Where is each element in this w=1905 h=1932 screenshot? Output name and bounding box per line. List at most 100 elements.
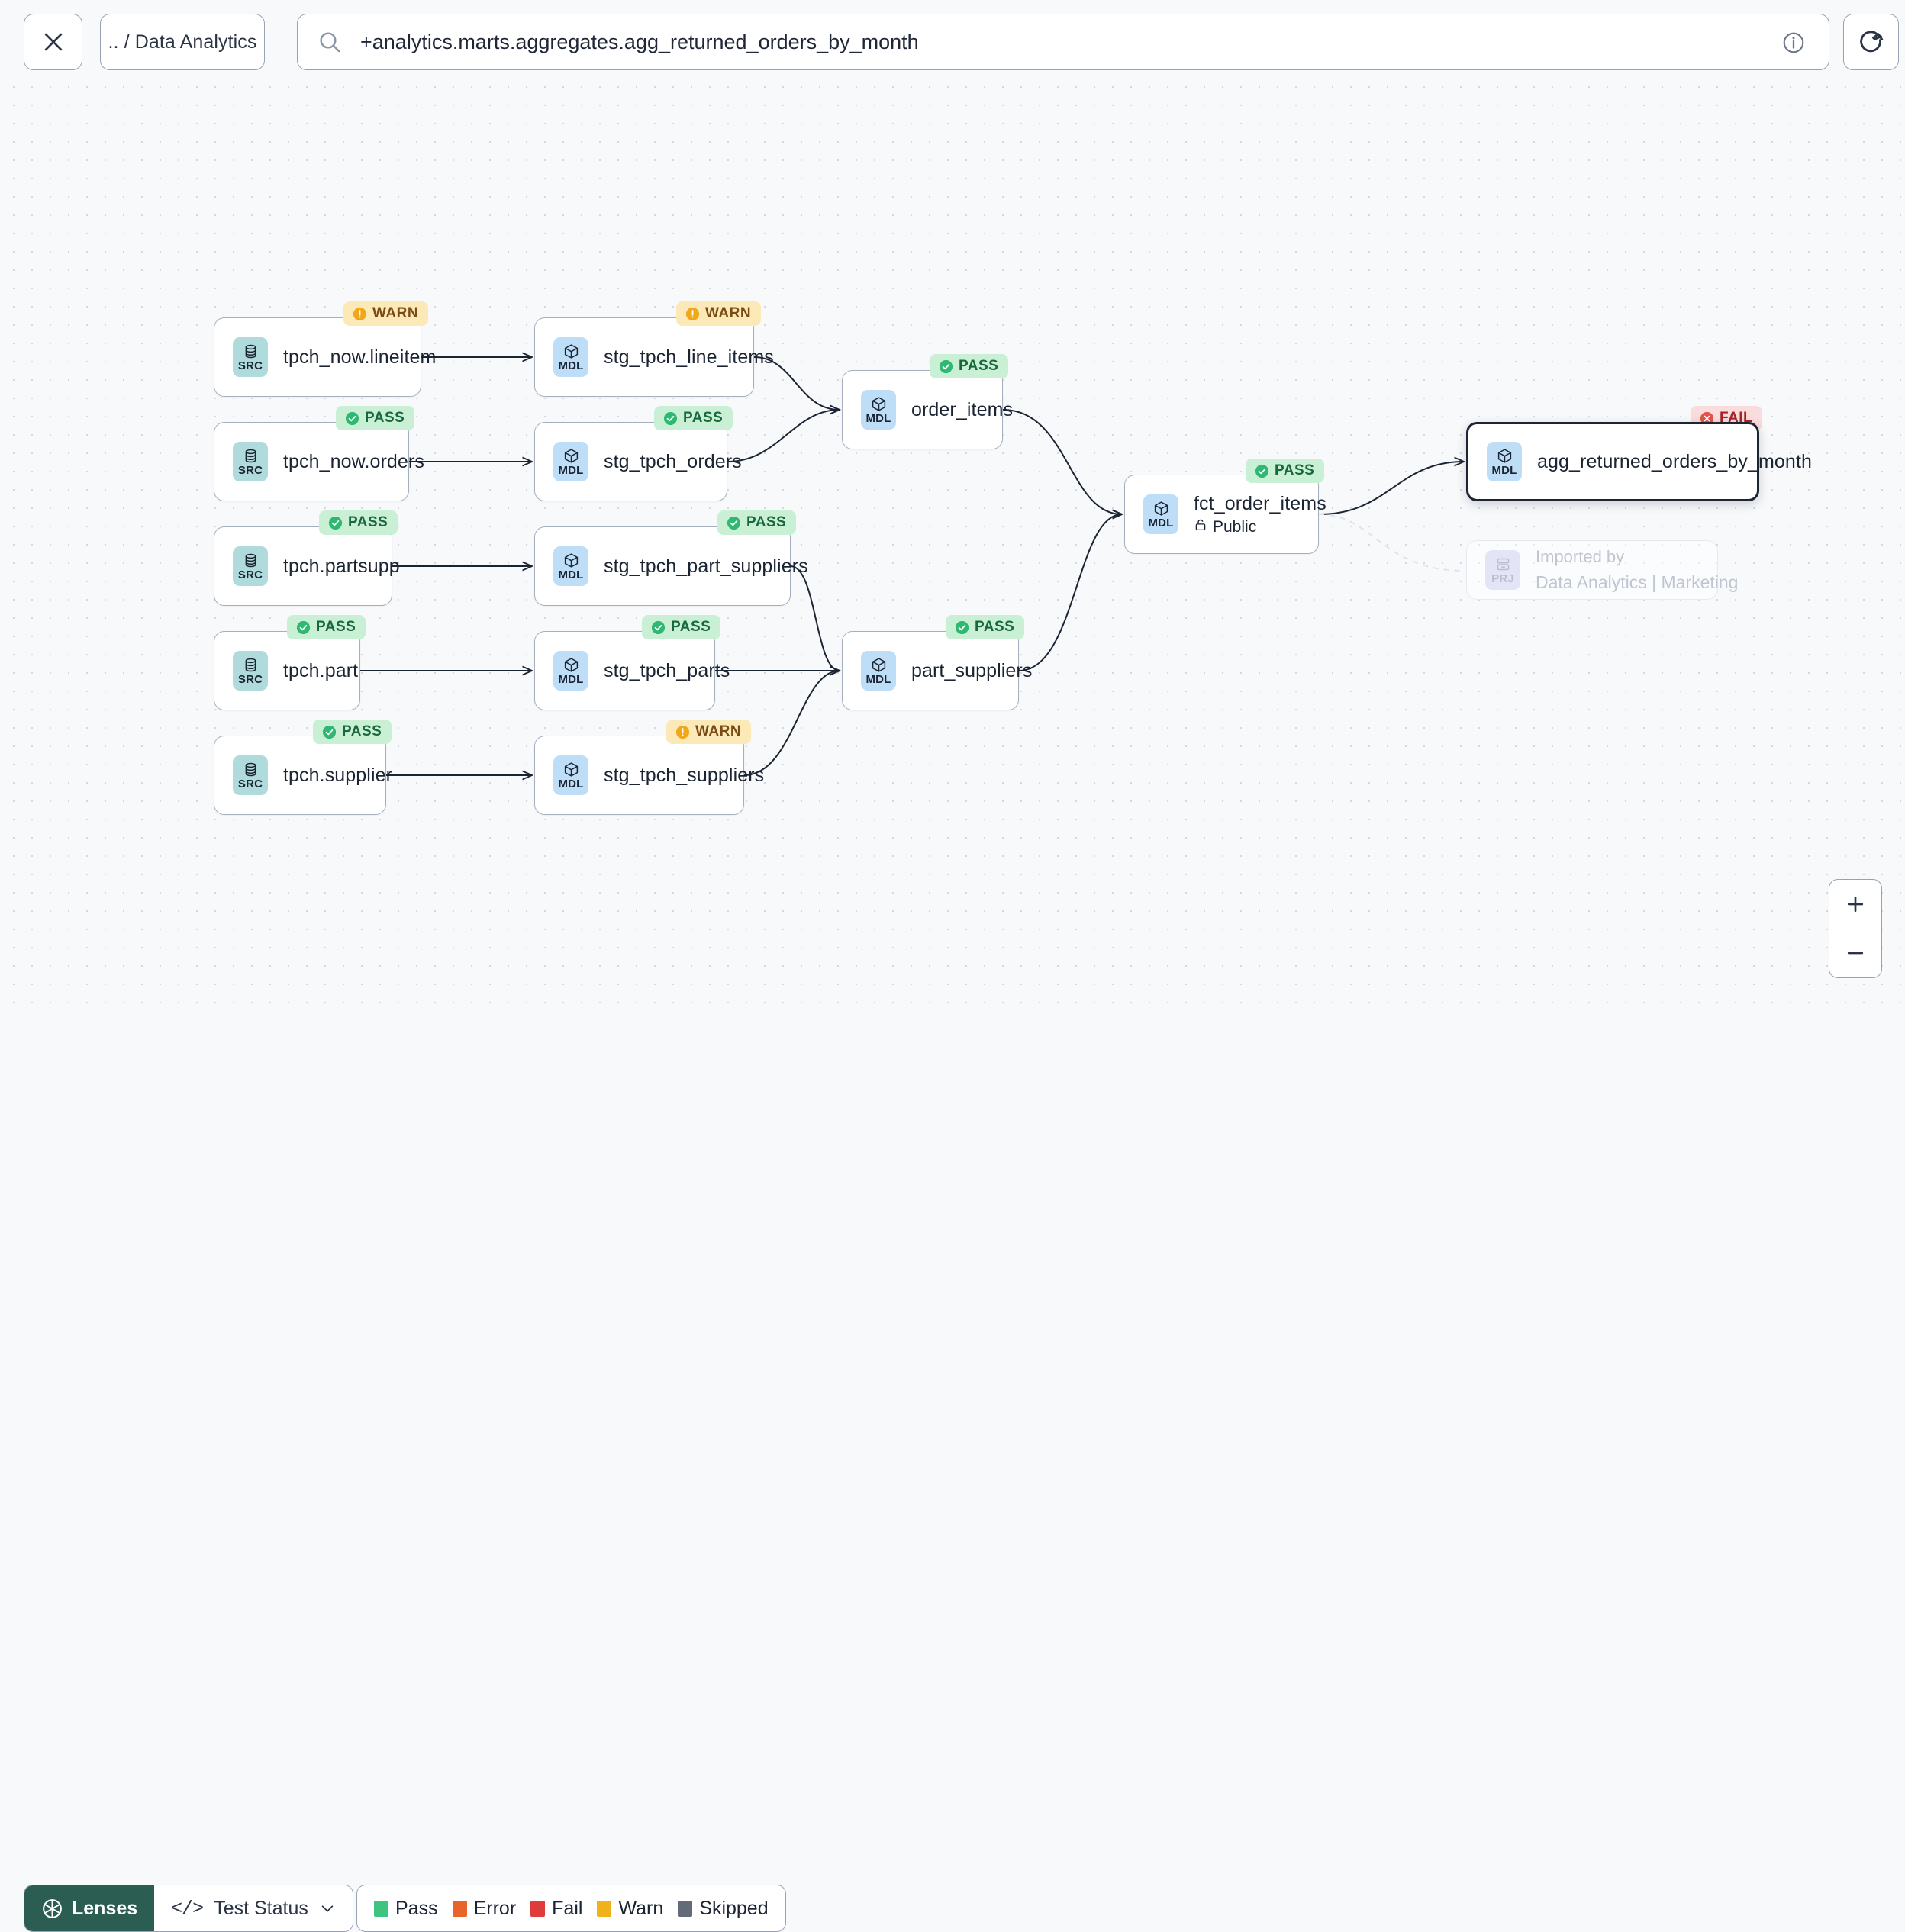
legend-item-pass[interactable]: Pass xyxy=(374,1898,438,1920)
status-dot-icon xyxy=(1255,464,1268,478)
close-button[interactable] xyxy=(24,14,82,70)
node-label: fct_order_items xyxy=(1194,492,1326,514)
src-type-badge: SRC xyxy=(233,546,268,586)
search-input[interactable]: +analytics.marts.aggregates.agg_returned… xyxy=(297,14,1829,70)
node-text: stg_tpch_parts xyxy=(604,660,730,682)
status-badge-label: PASS xyxy=(365,410,405,426)
imported-by-value: Data Analytics | Marketing xyxy=(1536,572,1739,592)
status-dot-icon xyxy=(353,307,366,320)
test-status-label: Test Status xyxy=(214,1897,308,1919)
legend-label: Fail xyxy=(552,1897,583,1919)
status-dot-icon xyxy=(323,725,336,739)
mdl-type-badge: MDL xyxy=(1143,494,1178,534)
src-type-badge: SRC xyxy=(233,755,268,795)
status-legend: Pass Error Fail Warn Skipped xyxy=(356,1885,786,1932)
status-badge-tpch_part[interactable]: PASS xyxy=(287,615,366,639)
lineage-node-tpch_supplier[interactable]: SRC tpch.supplier xyxy=(214,736,392,815)
status-badge-part_suppliers[interactable]: PASS xyxy=(946,615,1025,639)
legend-label: Pass xyxy=(395,1897,438,1919)
refresh-button[interactable] xyxy=(1843,14,1899,70)
node-label: stg_tpch_part_suppliers xyxy=(604,555,808,577)
type-badge-label: SRC xyxy=(237,359,263,372)
status-dot-icon xyxy=(297,620,310,634)
status-badge-stg_tpch_orders[interactable]: PASS xyxy=(654,406,733,430)
bottom-toolbar: Lenses </> Test Status Pass Error Fail Warn… xyxy=(0,940,1905,1932)
plus-icon xyxy=(1847,896,1864,912)
status-badge-label: PASS xyxy=(959,358,999,374)
lineage-node-tpch_now_lineitem[interactable]: SRC tpch_now.lineitem xyxy=(214,317,436,397)
mdl-type-badge: MDL xyxy=(553,546,588,586)
refresh-icon xyxy=(1859,31,1883,53)
breadcrumb[interactable]: .. / Data Analytics xyxy=(100,14,265,70)
node-visibility-label: Public xyxy=(1213,517,1257,536)
zoom-in-button[interactable] xyxy=(1829,880,1881,929)
status-badge-stg_tpch_part_suppliers[interactable]: PASS xyxy=(717,510,797,535)
test-status-dropdown[interactable]: </> Test Status xyxy=(154,1885,353,1931)
legend-swatch-icon xyxy=(530,1900,546,1917)
type-badge-label: MDL xyxy=(1148,516,1174,530)
zoom-out-button[interactable] xyxy=(1829,929,1881,978)
legend-swatch-icon xyxy=(374,1900,388,1917)
prj-type-badge: PRJ xyxy=(1485,550,1520,590)
node-text: tpch_now.lineitem xyxy=(283,346,436,369)
status-badge-order_items[interactable]: PASS xyxy=(930,354,1009,378)
mdl-type-badge: MDL xyxy=(861,390,896,430)
legend-item-fail[interactable]: Fail xyxy=(530,1898,582,1920)
status-dot-icon xyxy=(676,725,689,739)
type-badge-label: SRC xyxy=(237,568,263,581)
legend-label: Warn xyxy=(618,1897,664,1919)
node-label: tpch.supplier xyxy=(283,764,393,786)
status-badge-label: PASS xyxy=(348,514,388,530)
search-icon xyxy=(318,30,342,54)
lenses-button[interactable]: Lenses xyxy=(24,1885,155,1931)
legend-label: Skipped xyxy=(699,1897,769,1919)
lineage-canvas[interactable] xyxy=(0,0,1905,1013)
node-label: agg_returned_orders_by_month xyxy=(1537,450,1812,472)
status-badge-stg_tpch_parts[interactable]: PASS xyxy=(642,615,721,639)
legend-swatch-icon xyxy=(452,1900,467,1917)
legend-item-error[interactable]: Error xyxy=(452,1898,516,1920)
status-badge-stg_tpch_suppliers[interactable]: WARN xyxy=(666,720,752,744)
zoom-controls xyxy=(1829,879,1882,978)
status-badge-label: PASS xyxy=(1275,462,1315,478)
status-badge-stg_tpch_line_items[interactable]: WARN xyxy=(676,301,762,326)
info-icon[interactable] xyxy=(1781,31,1806,55)
node-label: stg_tpch_parts xyxy=(604,659,730,681)
status-badge-tpch_now_lineitem[interactable]: WARN xyxy=(343,301,429,326)
legend-item-skipped[interactable]: Skipped xyxy=(678,1897,769,1920)
node-label: part_suppliers xyxy=(911,659,1033,681)
lineage-node-part_suppliers[interactable]: MDL part_suppliers xyxy=(842,631,1032,710)
legend-item-warn[interactable]: Warn xyxy=(597,1898,663,1920)
node-text: tpch.supplier xyxy=(283,765,392,787)
status-badge-label: PASS xyxy=(671,619,711,635)
src-type-badge: SRC xyxy=(233,442,268,481)
status-badge-tpch_partsupp[interactable]: PASS xyxy=(319,510,398,535)
status-badge-label: WARN xyxy=(372,305,419,321)
status-badge-label: WARN xyxy=(705,305,752,321)
node-text: order_items xyxy=(911,399,1013,421)
lineage-node-stg_tpch_part_suppliers[interactable]: MDL stg_tpch_part_suppliers xyxy=(534,526,808,606)
status-dot-icon xyxy=(940,359,952,373)
mdl-type-badge: MDL xyxy=(861,651,896,691)
lineage-node-order_items[interactable]: MDL order_items xyxy=(842,370,1013,449)
close-icon xyxy=(44,33,62,51)
status-badge-fct_order_items[interactable]: PASS xyxy=(1246,459,1325,483)
unlock-icon xyxy=(1194,518,1207,536)
status-badge-tpch_supplier[interactable]: PASS xyxy=(313,720,392,744)
status-badge-tpch_now_orders[interactable]: PASS xyxy=(336,406,415,430)
legend-swatch-icon xyxy=(597,1900,612,1917)
lenses-label: Lenses xyxy=(72,1897,138,1919)
src-type-badge: SRC xyxy=(233,651,268,691)
type-badge-label: PRJ xyxy=(1491,572,1514,585)
node-label: order_items xyxy=(911,398,1014,420)
